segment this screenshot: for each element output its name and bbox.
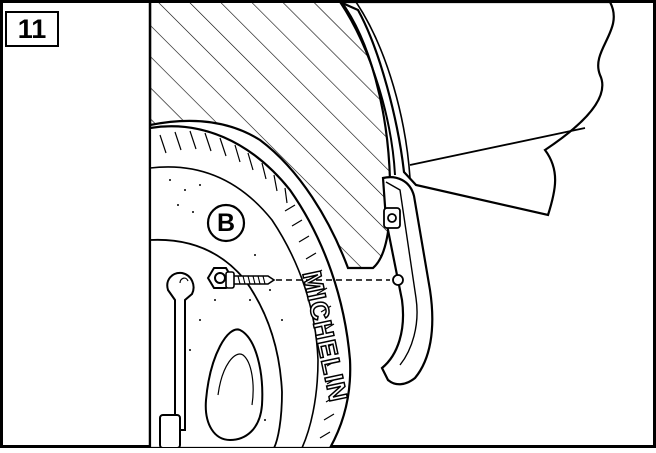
callout-circle [206,203,246,243]
mounting-hole [392,274,404,286]
top-fastener [383,207,401,229]
tire-tread [159,130,338,439]
flap-crease [409,127,586,166]
wheel-hub [204,328,264,442]
wheel-rim [150,238,283,448]
tire-sidewall [150,166,319,448]
hex-key-wrench [159,271,195,448]
wall-section-hatched [150,0,392,270]
mounting-bracket [380,176,434,386]
step-number-box: 11 [5,11,59,47]
screw [225,271,276,289]
